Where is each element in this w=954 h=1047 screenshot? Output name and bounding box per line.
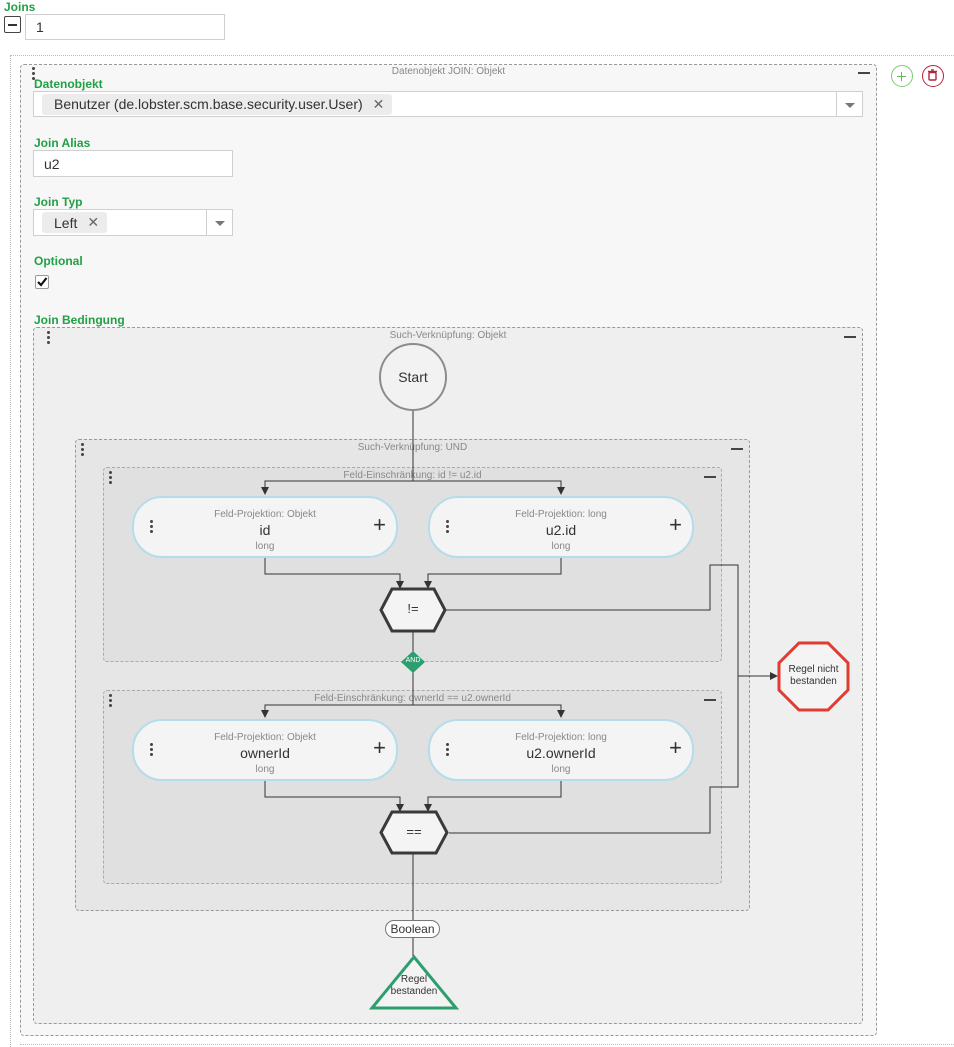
chevron-down-icon[interactable] xyxy=(836,92,862,116)
node-menu-icon[interactable] xyxy=(446,743,450,756)
and-panel-collapse-icon[interactable] xyxy=(731,448,743,450)
projection-name: ownerId xyxy=(240,745,290,761)
join-panel-title: Datenobjekt JOIN: Objekt xyxy=(391,66,506,77)
node-menu-icon[interactable] xyxy=(150,743,154,756)
chevron-down-icon[interactable] xyxy=(206,210,232,235)
join-typ-tag: Left ✕ xyxy=(42,212,108,233)
projection-datatype: long xyxy=(255,764,275,775)
and-connector[interactable]: AND xyxy=(400,650,426,674)
add-join-button[interactable] xyxy=(891,65,913,87)
plus-icon-vertical xyxy=(900,71,903,81)
join-bedingung-label: Join Bedingung xyxy=(34,313,125,327)
collapse-joins-button[interactable] xyxy=(4,16,21,33)
rule-passed-node[interactable]: Regel bestanden xyxy=(369,954,459,1011)
projection-type: Feld-Projektion: long xyxy=(515,509,607,520)
plus-icon[interactable]: + xyxy=(373,735,386,760)
rule-passed-label-1: Regel xyxy=(400,974,428,985)
constraint1-menu-icon[interactable] xyxy=(109,471,113,484)
triangle-icon xyxy=(369,954,459,1010)
joins-container xyxy=(10,55,954,1047)
plus-icon[interactable]: + xyxy=(373,512,386,537)
datenobjekt-tag: Benutzer (de.lobster.scm.base.security.u… xyxy=(42,93,393,115)
hexagon-icon xyxy=(379,587,447,633)
projection-node-u2-ownerid[interactable]: Feld-Projektion: long u2.ownerId long + xyxy=(428,719,694,781)
datenobjekt-tag-text: Benutzer (de.lobster.scm.base.security.u… xyxy=(54,96,363,112)
join-typ-select[interactable]: Left ✕ xyxy=(33,209,233,236)
join-typ-label: Join Typ xyxy=(34,195,83,209)
projection-name: u2.id xyxy=(545,522,577,538)
and-panel-title: Such-Verknüpfung: UND xyxy=(357,442,468,453)
start-node[interactable]: Start xyxy=(379,343,447,411)
projection-type: Feld-Projektion: long xyxy=(515,732,607,743)
boolean-badge: Boolean xyxy=(385,920,440,938)
checkmark-icon xyxy=(37,277,48,287)
delete-join-button[interactable] xyxy=(922,65,944,87)
projection-node-u2-id[interactable]: Feld-Projektion: long u2.id long + xyxy=(428,496,694,558)
remove-tag-icon[interactable]: ✕ xyxy=(87,214,100,230)
projection-node-ownerid[interactable]: Feld-Projektion: Objekt ownerId long + xyxy=(132,719,398,781)
projection-datatype: long xyxy=(551,541,571,552)
joins-label: Joins xyxy=(4,0,36,14)
join-panel-collapse-icon[interactable] xyxy=(858,72,870,74)
projection-datatype: long xyxy=(255,541,275,552)
datenobjekt-select[interactable]: Benutzer (de.lobster.scm.base.security.u… xyxy=(33,91,863,117)
optional-label: Optional xyxy=(34,254,83,268)
start-label: Start xyxy=(398,369,428,385)
operator-label: == xyxy=(406,824,422,839)
projection-type: Feld-Projektion: Objekt xyxy=(214,509,316,520)
node-menu-icon[interactable] xyxy=(446,520,450,533)
join-alias-label: Join Alias xyxy=(34,136,91,150)
plus-icon[interactable]: + xyxy=(669,735,682,760)
operator-equal[interactable]: == xyxy=(378,810,450,855)
minus-icon xyxy=(8,24,17,26)
plus-icon[interactable]: + xyxy=(669,512,682,537)
hexagon-icon xyxy=(379,810,449,855)
diamond-icon xyxy=(401,651,425,673)
projection-type: Feld-Projektion: Objekt xyxy=(214,732,316,743)
and-label: AND xyxy=(405,657,421,664)
projection-datatype: long xyxy=(551,764,571,775)
constraint2-title: Feld-Einschränkung: ownerId == u2.ownerI… xyxy=(314,693,511,704)
constraint1-collapse-icon[interactable] xyxy=(704,476,716,478)
join-panel-menu-icon[interactable] xyxy=(32,67,36,80)
operator-label: != xyxy=(407,601,419,616)
constraint2-menu-icon[interactable] xyxy=(109,694,113,707)
search-panel-collapse-icon[interactable] xyxy=(844,336,856,338)
rule-failed-label-2: bestanden xyxy=(790,676,837,687)
rule-failed-node[interactable]: Regel nicht bestanden xyxy=(777,641,850,712)
remove-tag-icon[interactable]: ✕ xyxy=(372,95,385,112)
search-panel-menu-icon[interactable] xyxy=(47,331,51,344)
constraint2-collapse-icon[interactable] xyxy=(704,699,716,701)
projection-name: id xyxy=(259,522,271,538)
node-menu-icon[interactable] xyxy=(150,520,154,533)
optional-checkbox[interactable] xyxy=(35,275,49,289)
and-panel-menu-icon[interactable] xyxy=(81,443,85,456)
octagon-icon xyxy=(777,641,850,712)
trash-icon xyxy=(928,69,937,81)
operator-not-equal[interactable]: != xyxy=(378,587,448,633)
projection-name: u2.ownerId xyxy=(526,745,596,761)
join-typ-tag-text: Left xyxy=(54,214,78,231)
rule-passed-label-2: bestanden xyxy=(390,986,438,997)
datenobjekt-label: Datenobjekt xyxy=(34,77,103,91)
joins-count-input[interactable]: 1 xyxy=(25,14,225,40)
search-panel-title: Such-Verknüpfung: Objekt xyxy=(389,330,507,341)
constraint1-title: Feld-Einschränkung: id != u2.id xyxy=(343,470,482,481)
rule-failed-label-1: Regel nicht xyxy=(788,664,839,675)
join-alias-input[interactable]: u2 xyxy=(33,150,233,177)
projection-node-id[interactable]: Feld-Projektion: Objekt id long + xyxy=(132,496,398,558)
joins-bottom-line xyxy=(20,1044,954,1045)
